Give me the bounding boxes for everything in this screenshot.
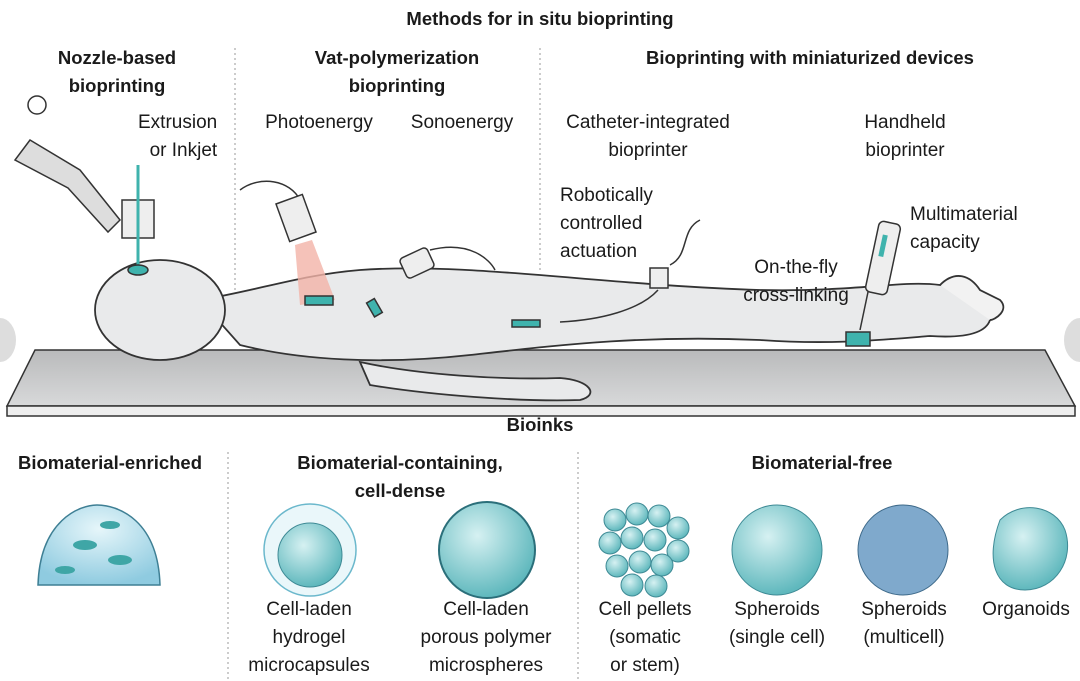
cell-pellets-icon bbox=[598, 502, 690, 598]
spheroids-multi-caption: Spheroids(multicell) bbox=[861, 599, 947, 648]
microsphere-icon bbox=[438, 501, 536, 599]
robotic-arm-nozzle bbox=[13, 95, 155, 276]
figure-title: Methods for in situ bioprinting bbox=[406, 8, 674, 29]
spheroid-single-icon bbox=[731, 504, 823, 596]
prev-arrow[interactable] bbox=[0, 318, 16, 362]
organoid-icon bbox=[992, 507, 1069, 591]
patient-body bbox=[94, 259, 1005, 402]
microcapsule-icon bbox=[263, 503, 357, 597]
organoids-caption: Organoids bbox=[982, 599, 1070, 620]
spheroids-single-caption: Spheroids(single cell) bbox=[728, 599, 826, 648]
dividers bbox=[227, 48, 579, 681]
next-arrow[interactable] bbox=[1064, 318, 1080, 362]
handheld-bioprinter bbox=[845, 220, 902, 347]
hydrogel-dome bbox=[37, 504, 161, 586]
containing-heading: Biomaterial-containing,cell-dense bbox=[297, 452, 503, 501]
photoenergy-label: Photoenergy bbox=[265, 112, 373, 133]
free-heading: Biomaterial-free bbox=[751, 452, 893, 473]
enriched-heading: Biomaterial-enriched bbox=[17, 452, 203, 473]
catheter bbox=[511, 219, 701, 328]
light-projector bbox=[239, 180, 335, 306]
sonoenergy-label: Sonoenergy bbox=[410, 112, 514, 133]
mini-heading: Bioprinting with miniaturized devices bbox=[646, 47, 974, 68]
spheroid-multi-icon bbox=[857, 504, 949, 596]
bioinks-title: Bioinks bbox=[506, 414, 574, 435]
ultrasound-probe bbox=[365, 246, 496, 318]
